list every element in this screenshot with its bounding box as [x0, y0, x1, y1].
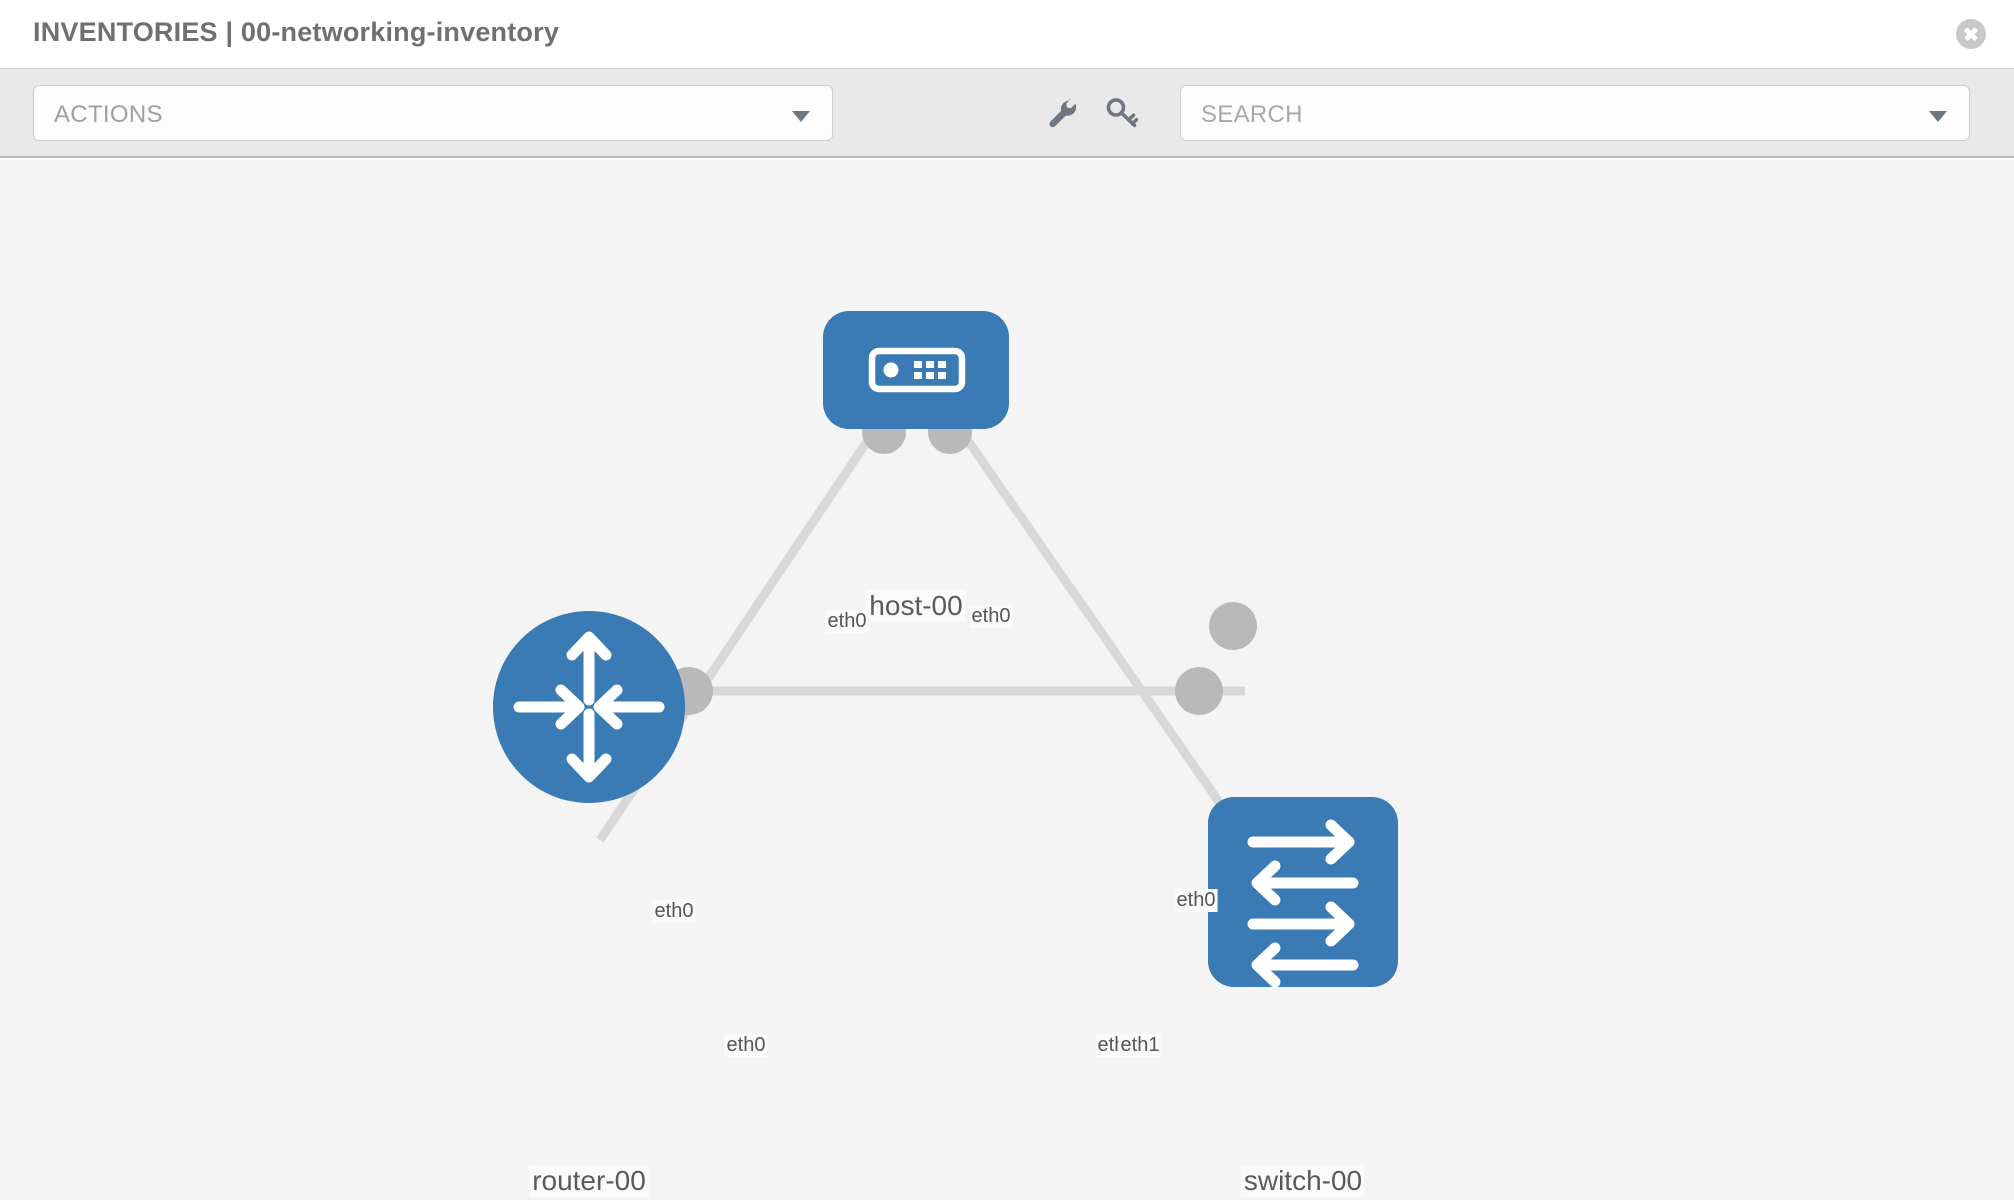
toolbar: ACTIONS SEARCH: [0, 68, 2014, 158]
iface-label-host-eth0-left: eth0: [825, 610, 869, 633]
server-icon: [868, 347, 966, 393]
node-label-router-00: router-00: [529, 1165, 649, 1197]
router-arrows-icon: [513, 631, 665, 783]
page-title: INVENTORIES | 00-networking-inventory: [33, 17, 560, 47]
search-input[interactable]: SEARCH: [1180, 85, 1970, 141]
topology-edges: [596, 419, 1245, 843]
iface-label-host-eth0-right: eth0: [969, 605, 1013, 628]
search-placeholder: SEARCH: [1201, 101, 1303, 128]
close-icon[interactable]: [1956, 19, 1986, 49]
node-label-switch-00: switch-00: [1240, 1165, 1366, 1197]
key-icon[interactable]: [1100, 91, 1144, 135]
iface-label-switch-up-eth0: eth0: [1174, 889, 1218, 912]
actions-dropdown[interactable]: ACTIONS: [33, 85, 833, 141]
socket-switch-eth0[interactable]: [1209, 602, 1257, 650]
node-switch-00[interactable]: [1208, 797, 1398, 988]
iface-label-router-up-eth0: eth0: [652, 900, 696, 923]
node-router-00[interactable]: [493, 611, 685, 803]
topology-canvas[interactable]: host-00 router-00 switch-00 eth0 eth0 et…: [0, 160, 2014, 1200]
iface-label-switch-eth1: eth1: [1118, 1034, 1162, 1057]
actions-dropdown-label: ACTIONS: [54, 101, 163, 128]
socket-switch-eth1[interactable]: [1175, 667, 1223, 715]
topology-sockets: [665, 410, 1257, 715]
wrench-icon[interactable]: [1038, 91, 1082, 135]
chevron-down-icon[interactable]: [1929, 111, 1947, 122]
node-host-00[interactable]: [823, 311, 1009, 429]
iface-label-router-eth0: eth0: [724, 1034, 768, 1057]
switch-arrows-icon: [1247, 819, 1359, 988]
topology-graph: [493, 311, 1398, 988]
page-header: INVENTORIES | 00-networking-inventory: [0, 0, 2014, 68]
node-label-host-00: host-00: [866, 590, 966, 622]
edge-host-switch[interactable]: [951, 419, 1239, 828]
chevron-down-icon: [792, 111, 810, 122]
